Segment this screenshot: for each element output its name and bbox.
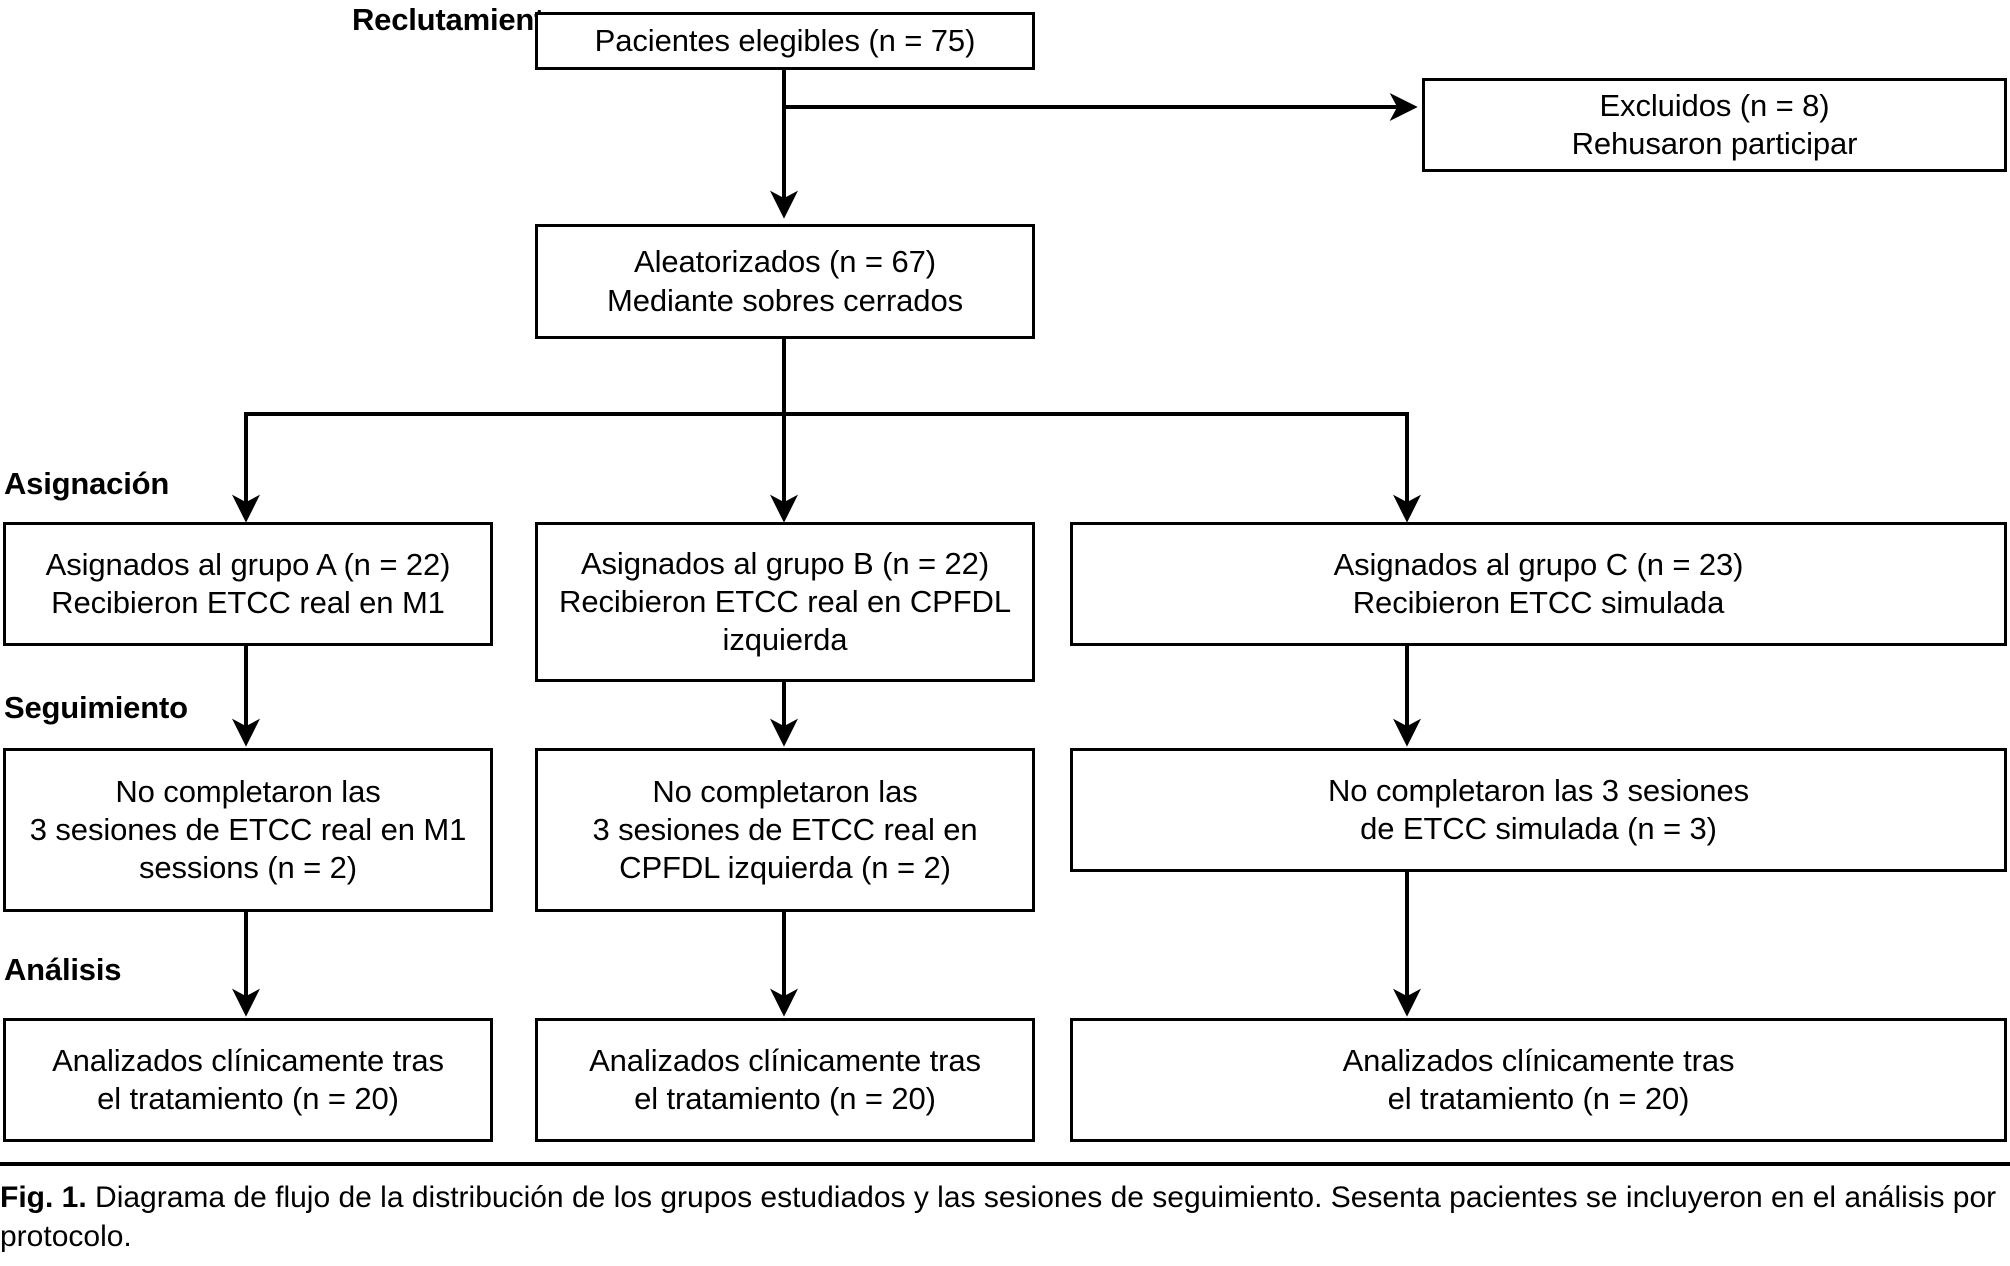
- node-allocation-group-b-text: Asignados al grupo B (n = 22)Recibieron …: [559, 545, 1011, 658]
- node-eligible-patients: Pacientes elegibles (n = 75): [535, 12, 1035, 70]
- figure-caption-text: Diagrama de flujo de la distribución de …: [0, 1181, 1997, 1253]
- node-randomized-text: Aleatorizados (n = 67)Mediante sobres ce…: [606, 244, 963, 318]
- stage-label-analysis: Análisis: [4, 952, 122, 987]
- caption-divider: [0, 1162, 2010, 1166]
- node-eligible-patients-text: Pacientes elegibles (n = 75): [594, 22, 976, 58]
- stage-label-recruitment: Reclutamiento: [352, 2, 563, 37]
- node-allocation-group-c-text: Asignados al grupo C (n = 23)Recibieron …: [1333, 546, 1744, 620]
- node-excluded-text: Excluidos (n = 8)Rehusaron participar: [1571, 87, 1858, 161]
- stage-label-allocation: Asignación: [4, 466, 170, 501]
- node-allocation-group-c: Asignados al grupo C (n = 23)Recibieron …: [1070, 522, 2007, 646]
- node-allocation-group-a-text: Asignados al grupo A (n = 22)Recibieron …: [45, 546, 451, 620]
- figure-caption: Fig. 1. Diagrama de flujo de la distribu…: [0, 1178, 2004, 1256]
- node-allocation-group-a: Asignados al grupo A (n = 22)Recibieron …: [3, 522, 493, 646]
- figure-caption-label: Fig. 1.: [0, 1181, 87, 1214]
- node-allocation-group-b: Asignados al grupo B (n = 22)Recibieron …: [535, 522, 1035, 682]
- node-randomized: Aleatorizados (n = 67)Mediante sobres ce…: [535, 224, 1035, 339]
- node-excluded: Excluidos (n = 8)Rehusaron participar: [1422, 78, 2007, 172]
- stage-label-followup: Seguimiento: [4, 690, 188, 725]
